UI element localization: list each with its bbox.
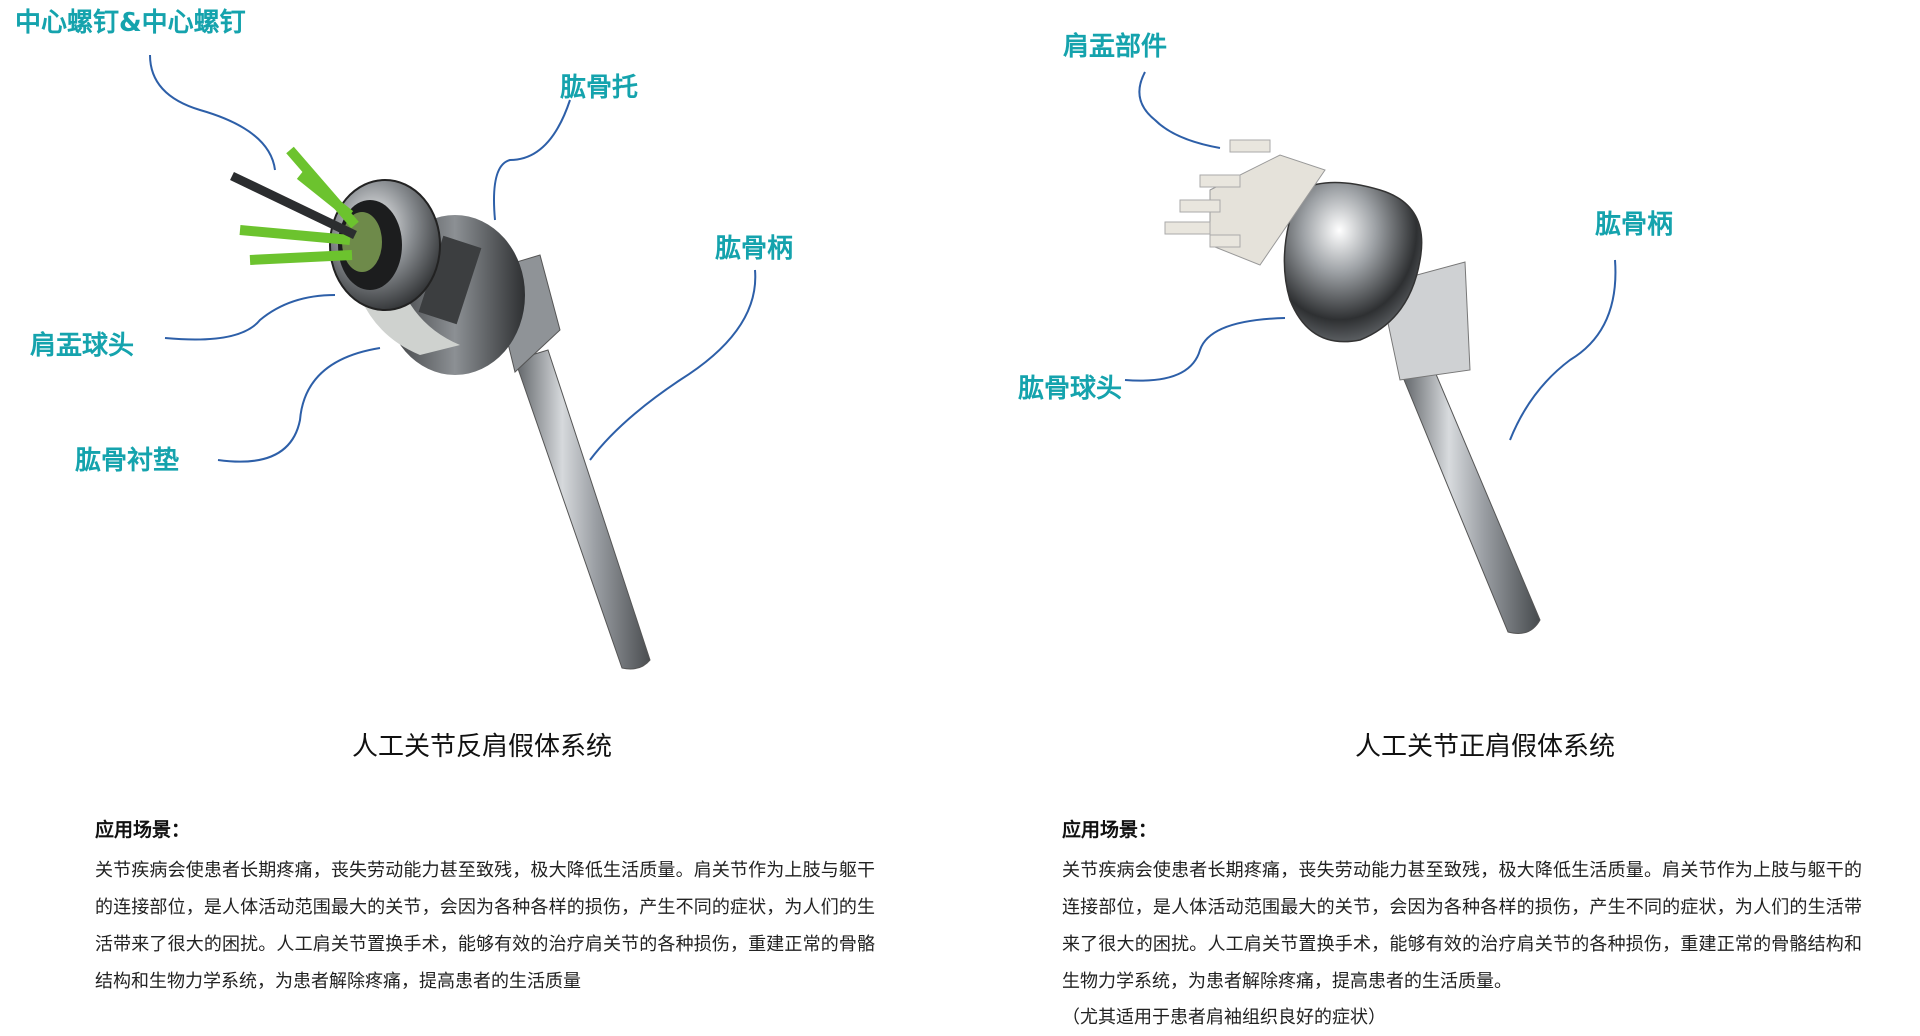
callout-center-screw: 中心螺钉&中心螺钉: [15, 8, 246, 38]
leader-lines: [149, 54, 757, 463]
leader-lines-right: [1124, 71, 1617, 441]
callout-humeral-tray: 肱骨托: [560, 73, 639, 103]
anatomic-shoulder-panel: 肩盂部件 肱骨柄 肱骨球头 人工关节正肩假体系统 应用场景： 关节疾病会使患者长…: [960, 0, 1920, 1028]
green-screws: [239, 146, 359, 265]
reverse-section-heading: 应用场景：: [95, 819, 191, 841]
callout-humeral-head: 肱骨球头: [1018, 374, 1123, 404]
anatomic-note: （尤其适用于患者肩袖组织良好的症状）: [1062, 1007, 1386, 1028]
callout-humeral-stem: 肱骨柄: [715, 234, 794, 264]
callout-glenoid-component: 肩盂部件: [1063, 32, 1168, 62]
reverse-system-title: 人工关节反肩假体系统: [352, 732, 613, 762]
center-screw: [230, 171, 357, 240]
reverse-description: 应用场景： 关节疾病会使患者长期疼痛，丧失劳动能力甚至致残，极大降低生活质量。肩…: [95, 815, 875, 1000]
anatomic-stem-shape: [1379, 261, 1541, 634]
glenosphere-shape: [329, 179, 441, 311]
anatomic-section-heading: 应用场景：: [1062, 819, 1158, 841]
glenoid-component-shape: [1164, 139, 1326, 266]
reverse-shoulder-panel: 中心螺钉&中心螺钉 肱骨托 肱骨柄 肩盂球头 肱骨衬垫 人工关节反肩假体系统 应…: [0, 0, 960, 1024]
anatomic-system-title: 人工关节正肩假体系统: [1355, 732, 1616, 762]
callout-glenosphere: 肩盂球头: [30, 331, 135, 361]
humeral-head-shape: [1283, 181, 1423, 343]
callout-anatomic-stem: 肱骨柄: [1595, 210, 1674, 240]
callout-humeral-liner: 肱骨衬垫: [75, 446, 180, 476]
reverse-paragraph: 关节疾病会使患者长期疼痛，丧失劳动能力甚至致残，极大降低生活质量。肩关节作为上肢…: [95, 860, 875, 992]
anatomic-paragraph: 关节疾病会使患者长期疼痛，丧失劳动能力甚至致残，极大降低生活质量。肩关节作为上肢…: [1062, 860, 1862, 992]
anatomic-shoulder-illustration: [1124, 71, 1617, 634]
reverse-shoulder-illustration: [149, 54, 757, 670]
anatomic-description: 应用场景： 关节疾病会使患者长期疼痛，丧失劳动能力甚至致残，极大降低生活质量。肩…: [1062, 815, 1862, 1036]
